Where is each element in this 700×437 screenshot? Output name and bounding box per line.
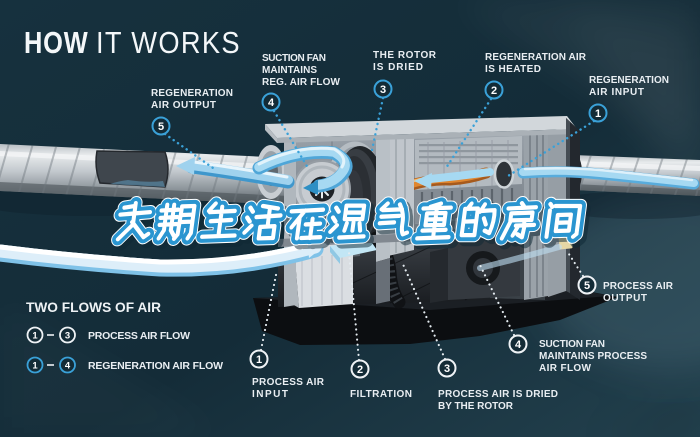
svg-text:1: 1 xyxy=(32,361,38,372)
svg-text:INPUT: INPUT xyxy=(252,389,288,400)
svg-text:AIR INPUT: AIR INPUT xyxy=(589,87,644,98)
svg-text:HOW: HOW xyxy=(24,26,89,61)
svg-text:FILTRATION: FILTRATION xyxy=(350,389,412,400)
svg-text:PROCESS AIR: PROCESS AIR xyxy=(603,281,674,292)
svg-text:1: 1 xyxy=(256,354,262,366)
svg-text:SUCTION FAN: SUCTION FAN xyxy=(262,53,326,64)
svg-text:MAINTAINS PROCESS: MAINTAINS PROCESS xyxy=(539,351,647,362)
svg-text:2: 2 xyxy=(491,85,497,97)
svg-text:5: 5 xyxy=(584,280,590,292)
svg-text:SUCTION FAN: SUCTION FAN xyxy=(539,339,605,350)
svg-text:PROCESS AIR IS DRIED: PROCESS AIR IS DRIED xyxy=(438,389,558,400)
svg-text:REGENERATION AIR: REGENERATION AIR xyxy=(485,52,587,63)
svg-text:2: 2 xyxy=(357,364,363,376)
svg-text:REGENERATION: REGENERATION xyxy=(589,75,669,86)
svg-text:IT WORKS: IT WORKS xyxy=(96,26,241,60)
svg-text:1: 1 xyxy=(595,108,601,120)
svg-text:TWO FLOWS OF AIR: TWO FLOWS OF AIR xyxy=(26,299,161,315)
svg-text:5: 5 xyxy=(158,121,164,133)
svg-text:1: 1 xyxy=(32,331,38,342)
svg-text:OUTPUT: OUTPUT xyxy=(603,293,647,304)
svg-text:REGENERATION AIR FLOW: REGENERATION AIR FLOW xyxy=(88,360,223,372)
svg-text:4: 4 xyxy=(515,339,522,351)
svg-text:BY THE ROTOR: BY THE ROTOR xyxy=(438,401,514,412)
svg-text:AIR FLOW: AIR FLOW xyxy=(539,363,592,374)
svg-text:REG. AIR FLOW: REG. AIR FLOW xyxy=(262,77,341,88)
svg-text:3: 3 xyxy=(444,363,450,375)
svg-text:3: 3 xyxy=(380,84,386,96)
svg-text:4: 4 xyxy=(268,97,275,109)
svg-text:PROCESS AIR: PROCESS AIR xyxy=(252,377,325,388)
svg-text:3: 3 xyxy=(65,331,70,342)
svg-text:IS HEATED: IS HEATED xyxy=(485,64,541,75)
svg-text:PROCESS AIR FLOW: PROCESS AIR FLOW xyxy=(88,330,190,342)
svg-text:REGENERATION: REGENERATION xyxy=(151,88,233,99)
svg-text:AIR OUTPUT: AIR OUTPUT xyxy=(151,100,216,111)
svg-text:MAINTAINS: MAINTAINS xyxy=(262,65,317,76)
svg-text:IS DRIED: IS DRIED xyxy=(373,62,423,73)
svg-text:THE ROTOR: THE ROTOR xyxy=(373,50,437,61)
svg-text:4: 4 xyxy=(65,361,71,372)
